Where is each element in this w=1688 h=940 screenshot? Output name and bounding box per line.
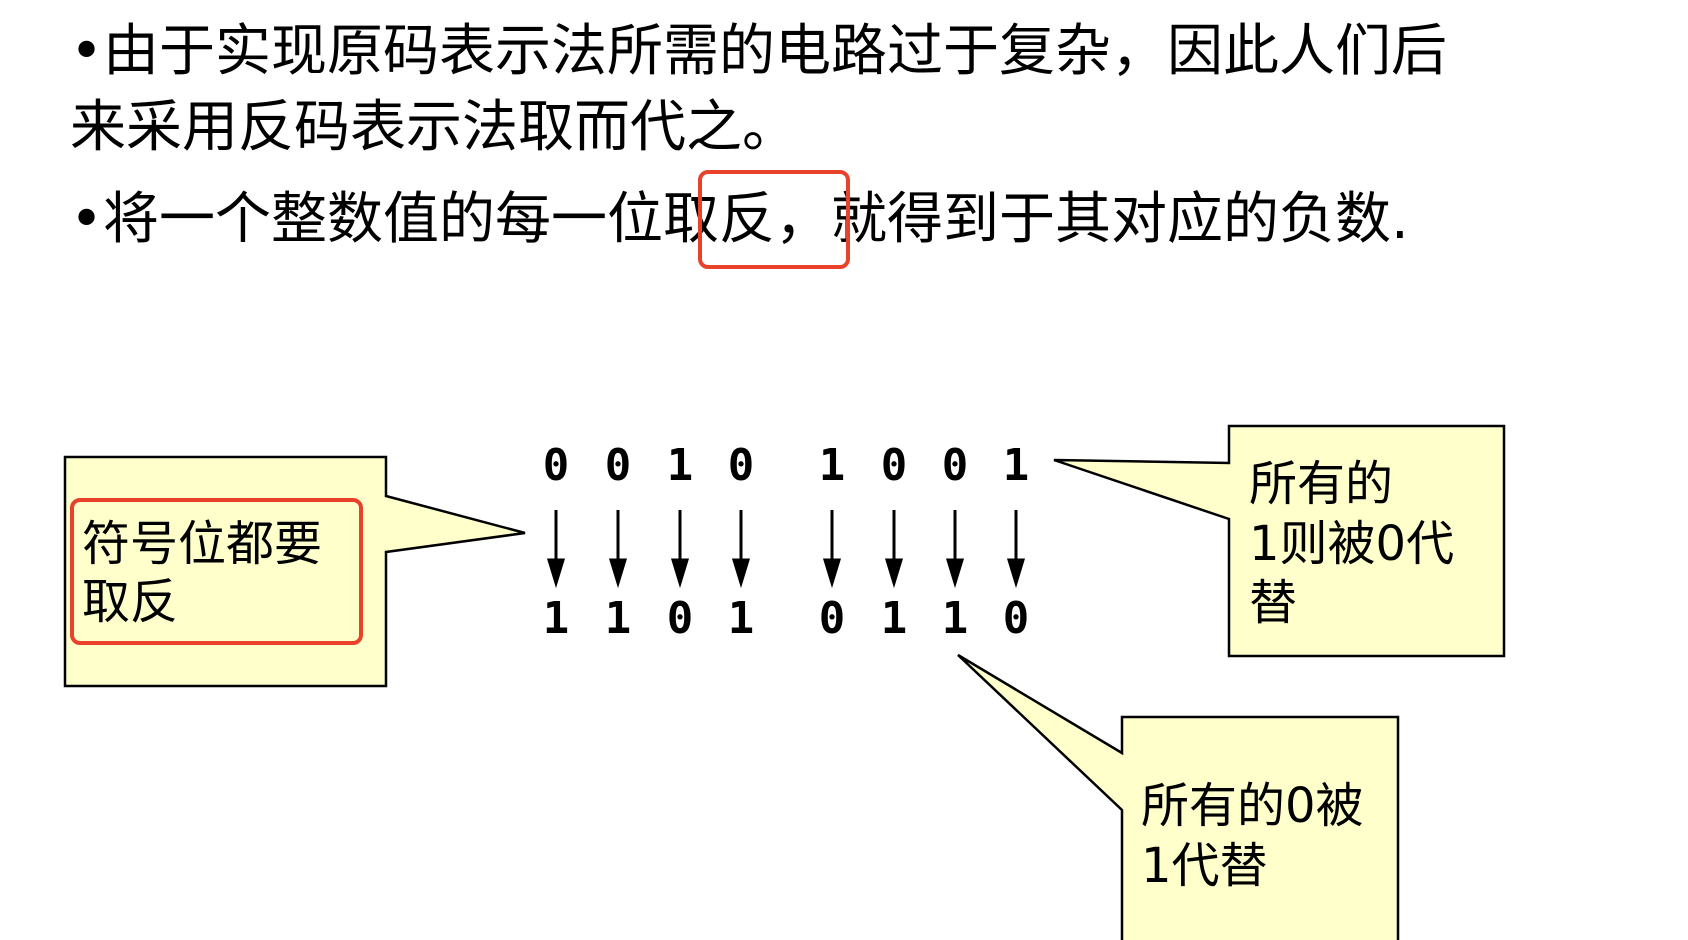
- arrow-head-icon: [1006, 558, 1026, 589]
- bullet-1-line-1: •由于实现原码表示法所需的电路过于复杂，因此人们后: [70, 19, 1448, 84]
- inverted-bit: 0: [666, 593, 694, 644]
- original-bit: 0: [727, 440, 755, 491]
- callout-zeros: [957, 653, 1400, 940]
- inverted-bit: 1: [604, 593, 632, 644]
- bullet-2-rest: ，就得到于其对应的负数.: [775, 187, 1409, 252]
- arrow-head-icon: [945, 558, 965, 589]
- bullet-2: •将一个整数值的每一位取反，就得到于其对应的负数.: [70, 188, 1409, 252]
- callout-ones: [1053, 424, 1506, 658]
- original-bit: 0: [604, 440, 632, 491]
- inverted-bit: 1: [941, 593, 969, 644]
- original-bit: 0: [880, 440, 908, 491]
- arrow-head-icon: [670, 558, 690, 589]
- inverted-bit: 1: [727, 593, 755, 644]
- arrow-head-icon: [731, 558, 751, 589]
- original-bit: 0: [542, 440, 570, 491]
- bullet-2-highlight: 取反: [663, 187, 776, 252]
- arrow-head-icon: [608, 558, 628, 589]
- inverted-bit: 1: [880, 593, 908, 644]
- callout-zeros-line-1: 所有的0被: [1141, 778, 1364, 834]
- callout-ones-line-2: 1则被0代: [1249, 516, 1455, 572]
- inverted-bit: 0: [818, 593, 846, 644]
- highlight-box: [698, 170, 850, 269]
- arrow-head-icon: [884, 558, 904, 589]
- original-bit: 1: [666, 440, 694, 491]
- bullet-1-line-2: 来采用反码表示法取而代之。: [70, 95, 798, 160]
- callout-ones-line-3: 替: [1249, 575, 1298, 631]
- original-bit: 0: [941, 440, 969, 491]
- arrows: [546, 510, 1026, 589]
- callout-sign-bit-line-1: 符号位都要: [82, 516, 323, 572]
- original-bit: 1: [1002, 440, 1030, 491]
- callout-sign-bit-highlight: [70, 498, 363, 645]
- inverted-bit: 1: [542, 593, 570, 644]
- arrow-head-icon: [546, 558, 566, 589]
- arrow-head-icon: [822, 558, 842, 589]
- callout-zeros-line-2: 1代替: [1141, 838, 1268, 894]
- bullet-2-text: •将一个整数值的每一位: [70, 187, 664, 252]
- inverted-bit: 0: [1002, 593, 1030, 644]
- callout-ones-line-1: 所有的: [1249, 456, 1394, 512]
- callout-sign-bit: [63, 455, 526, 688]
- original-bit: 1: [818, 440, 846, 491]
- callout-sign-bit-line-2: 取反: [82, 574, 179, 630]
